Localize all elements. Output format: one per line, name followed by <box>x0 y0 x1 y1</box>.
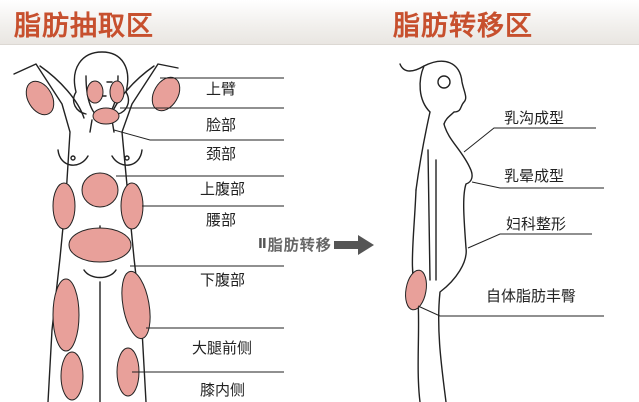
profile-arm <box>427 149 437 281</box>
zone-neck <box>92 107 120 125</box>
leader-neck <box>113 129 284 141</box>
extraction-zone-title: 脂肪抽取区 <box>14 11 154 42</box>
breast-right <box>111 149 143 166</box>
label-lower-abdomen: 下腹部 <box>200 271 246 289</box>
zone-waist-left <box>52 182 76 230</box>
zone-upper-arm-left <box>25 80 55 116</box>
profile-hair-back <box>419 65 431 113</box>
hair-outline <box>72 51 130 115</box>
label-neck: 颈部 <box>206 145 237 163</box>
label-areola: 乳晕成型 <box>504 167 565 185</box>
label-upper-abdomen: 上腹部 <box>200 180 246 198</box>
right-arrow-icon <box>333 234 374 255</box>
label-inner-knee: 膝内侧 <box>200 381 246 399</box>
transfer-marker: II <box>258 237 267 252</box>
label-face: 脸部 <box>206 116 237 134</box>
zone-waist-right <box>120 182 144 230</box>
label-upper-arm: 上臂 <box>206 80 237 98</box>
zone-face-right <box>109 80 125 104</box>
fat-transfer-arrow: II 脂肪转移 <box>258 234 374 255</box>
leader-buttock <box>417 305 604 317</box>
leader-gynecology <box>467 233 592 249</box>
transfer-label: 脂肪转移 <box>267 236 332 254</box>
groin-line <box>83 269 117 402</box>
profile-neck-back <box>415 111 431 191</box>
header-band <box>0 0 639 45</box>
label-waist: 腰部 <box>206 211 237 229</box>
label-gynecology: 妇科整形 <box>506 215 567 233</box>
leader-areola <box>471 181 604 189</box>
zone-upper-arm-right <box>151 76 181 112</box>
zone-buttock <box>405 269 427 311</box>
profile-head <box>399 60 467 125</box>
breast-left <box>57 149 89 166</box>
leader-cleavage <box>463 127 596 153</box>
zone-lower-abdomen <box>68 227 132 263</box>
zone-front-thigh-right <box>121 270 151 340</box>
profile-chest <box>438 123 473 402</box>
label-cleavage: 乳沟成型 <box>504 109 565 127</box>
zone-upper-abdomen <box>81 172 119 208</box>
zone-face-left <box>86 80 104 104</box>
zone-front-thigh-left <box>52 278 80 352</box>
label-buttock: 自体脂肪丰臀 <box>486 287 577 305</box>
zone-inner-knee-left <box>60 351 84 401</box>
label-front-thigh: 大腿前侧 <box>192 339 253 357</box>
transfer-zone-title: 脂肪转移区 <box>393 11 533 42</box>
